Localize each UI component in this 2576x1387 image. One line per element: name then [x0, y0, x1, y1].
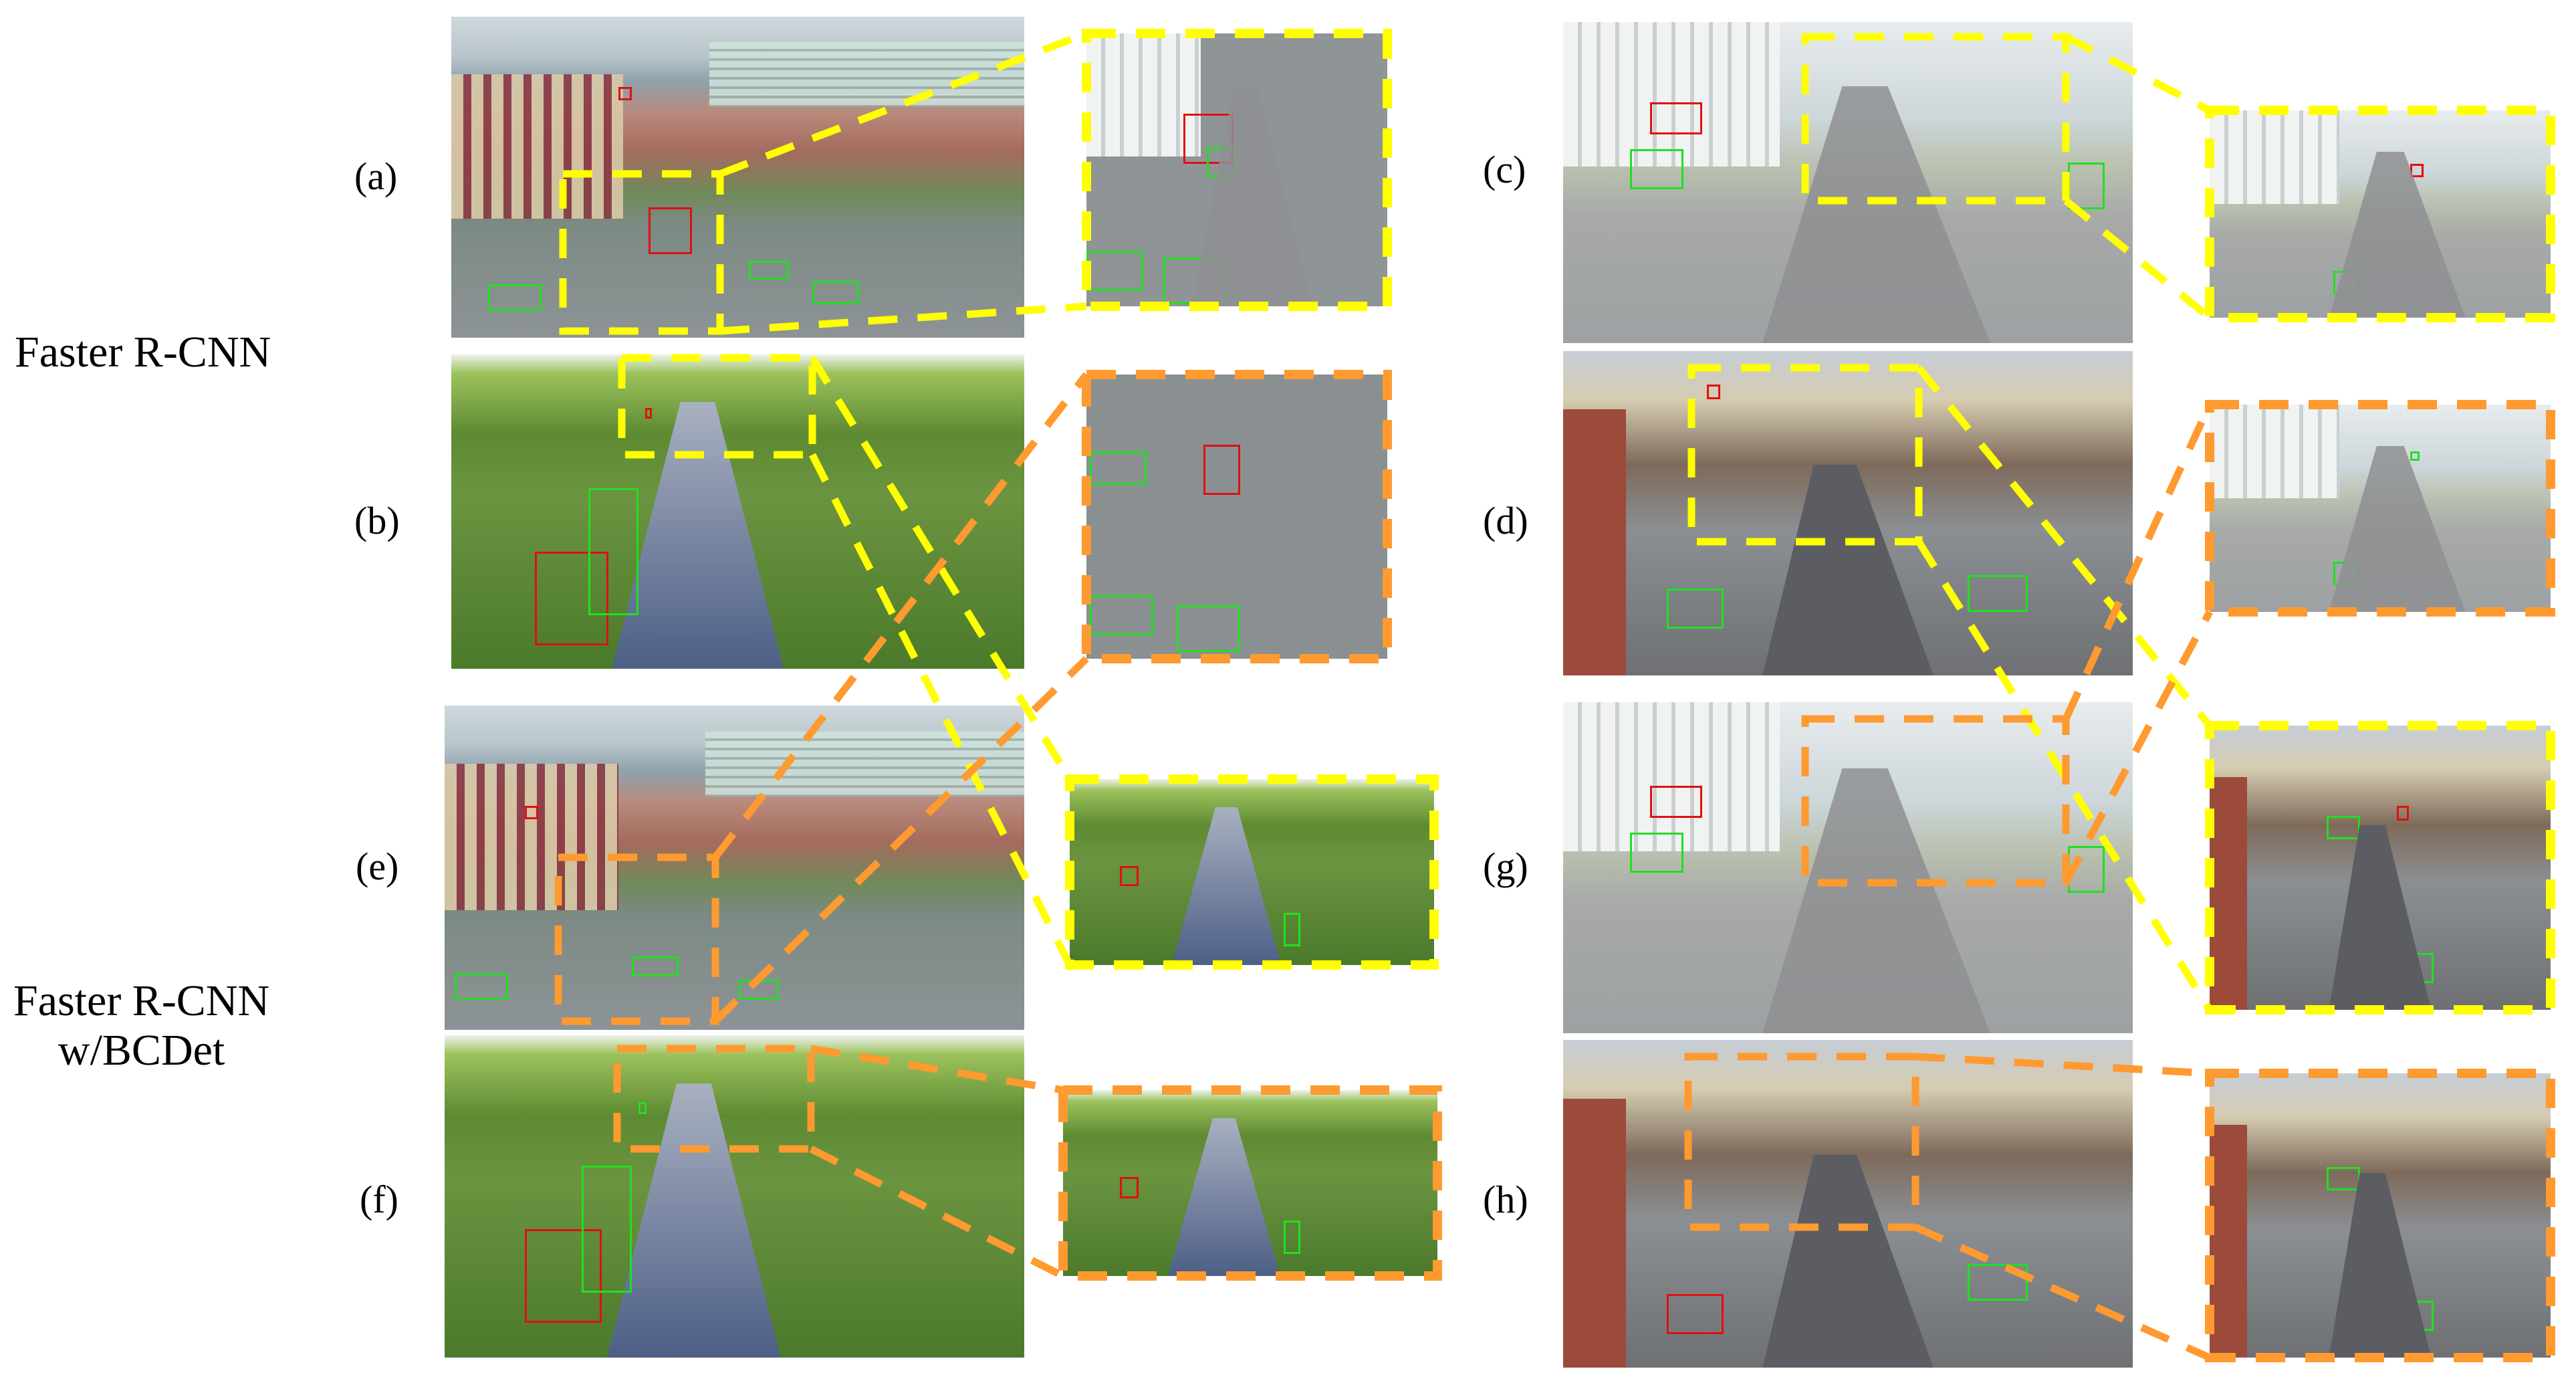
- panel-g-image: [1563, 702, 2133, 1033]
- row-label-proposed-line2: w/BCDet: [57, 1025, 225, 1075]
- bbox-gt: [2333, 271, 2359, 294]
- bbox-pred: [535, 552, 608, 645]
- bbox-pred: [1120, 866, 1139, 886]
- bbox-gt: [1968, 1264, 2028, 1301]
- bbox-gt: [2410, 1301, 2434, 1331]
- inset-b: [1086, 375, 1387, 659]
- bbox-gt: [455, 973, 508, 1000]
- bbox-gt: [1207, 147, 1235, 177]
- panel-label-c: (c): [1483, 148, 1526, 191]
- row-label-baseline: Faster R-CNN: [15, 328, 271, 377]
- bbox-gt: [1857, 1304, 1887, 1348]
- bbox-gt: [488, 284, 542, 311]
- bbox-pred: [1650, 102, 1702, 134]
- panel-label-g: (g): [1483, 845, 1528, 888]
- inset-a: [1086, 33, 1387, 306]
- panel-e-image: [445, 706, 1024, 1030]
- bbox-gt: [1630, 149, 1683, 189]
- bbox-gt: [1177, 605, 1240, 652]
- bbox-pred: [1707, 385, 1720, 399]
- bbox-gt: [1163, 257, 1227, 304]
- panel-label-d: (d): [1483, 499, 1528, 542]
- panel-h-image: [1563, 1040, 2133, 1368]
- bbox-gt: [1630, 833, 1683, 873]
- bbox-pred: [2410, 164, 2424, 177]
- bbox-pred: [1203, 445, 1240, 495]
- panel-label-a: (a): [354, 154, 398, 198]
- bbox-gt: [2327, 1167, 2360, 1190]
- panel-label-b: (b): [354, 499, 400, 542]
- bbox-pred: [525, 1229, 602, 1323]
- bbox-pred: [645, 408, 652, 419]
- bbox-gt: [1667, 589, 1724, 629]
- bbox-gt: [2068, 163, 2105, 209]
- bbox-gt: [1284, 1220, 1300, 1254]
- bbox-gt: [812, 281, 859, 304]
- inset-g: [2210, 726, 2551, 1010]
- panel-b-image: [451, 354, 1024, 669]
- bbox-gt: [749, 261, 789, 280]
- bbox-gt: [739, 980, 779, 1000]
- bbox-pred: [1120, 1177, 1139, 1198]
- bbox-gt: [638, 1102, 647, 1114]
- bbox-gt: [2068, 846, 2105, 893]
- bbox-gt: [632, 956, 679, 976]
- panel-label-e: (e): [356, 845, 399, 888]
- bbox-gt: [1090, 595, 1153, 635]
- row-label-proposed-line1: Faster R-CNN: [13, 976, 270, 1025]
- inset-f: [1063, 1090, 1437, 1276]
- inset-e: [1070, 779, 1434, 965]
- bbox-gt: [1284, 913, 1300, 946]
- inset-d: [2210, 405, 2551, 612]
- bbox-pred: [1650, 786, 1702, 818]
- panel-label-h: (h): [1483, 1178, 1528, 1221]
- bbox-pred: [618, 87, 632, 100]
- panel-d-image: [1563, 351, 2133, 675]
- bbox-pred: [525, 806, 538, 819]
- bbox-gt: [1090, 451, 1147, 485]
- row-label-proposed: Faster R-CNN w/BCDet: [13, 976, 269, 1075]
- bbox-pred: [2397, 806, 2409, 821]
- bbox-gt: [588, 488, 638, 615]
- bbox-gt: [2333, 562, 2359, 585]
- bbox-gt: [1857, 612, 1887, 655]
- bbox-gt: [2410, 451, 2420, 461]
- panel-a-image: [451, 17, 1024, 338]
- bbox-gt: [2327, 816, 2360, 839]
- bbox-gt: [1968, 575, 2028, 612]
- panel-f-image: [445, 1035, 1024, 1358]
- bbox-gt: [582, 1166, 632, 1293]
- panel-c-image: [1563, 22, 2133, 343]
- bbox-pred: [1667, 1294, 1724, 1334]
- bbox-gt: [1086, 251, 1143, 291]
- inset-h: [2210, 1073, 2551, 1358]
- bbox-pred: [649, 207, 692, 254]
- bbox-gt: [2410, 953, 2434, 983]
- inset-c: [2210, 110, 2551, 318]
- panel-label-f: (f): [360, 1178, 398, 1221]
